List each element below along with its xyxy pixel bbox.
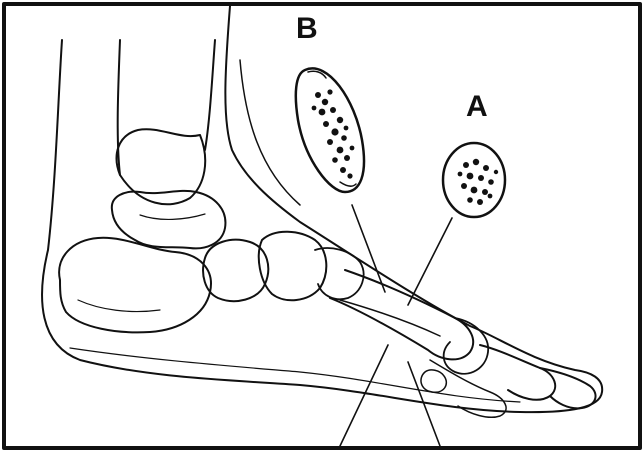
metatarsal-bones bbox=[330, 270, 488, 374]
foot-outline bbox=[42, 6, 602, 412]
cross-section-a bbox=[443, 143, 505, 217]
leader-lines bbox=[340, 205, 452, 446]
calcaneus-bone bbox=[59, 238, 211, 333]
label-a: A bbox=[466, 90, 488, 123]
midfoot-bones bbox=[203, 232, 363, 301]
ankle-bones bbox=[112, 129, 226, 248]
label-b: B bbox=[296, 12, 318, 45]
leader-line-a bbox=[408, 218, 452, 305]
cross-section-b bbox=[296, 68, 364, 192]
calcaneus-detail bbox=[78, 300, 160, 312]
